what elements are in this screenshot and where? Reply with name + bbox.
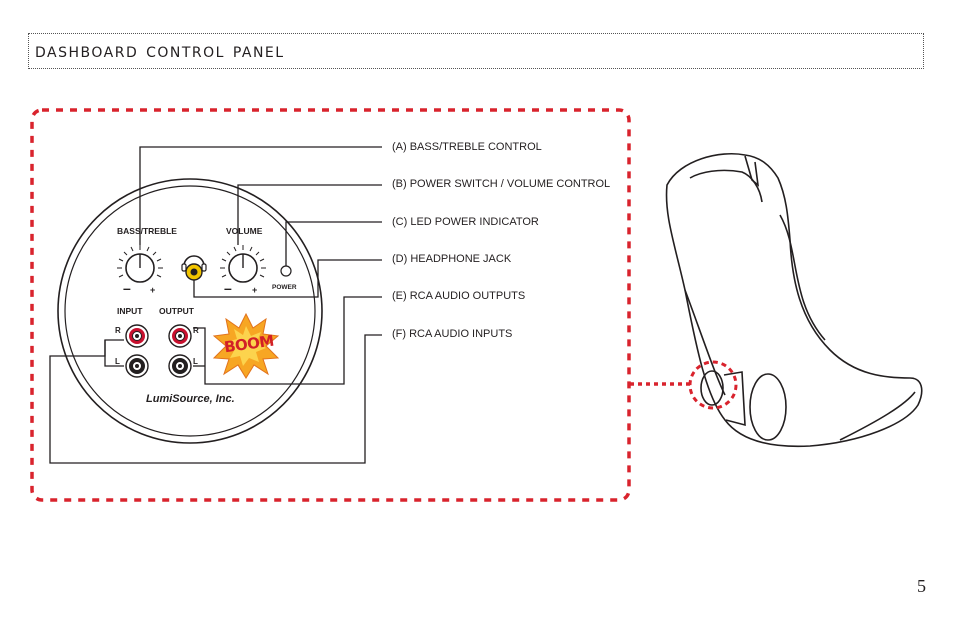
leader-e [193,296,382,385]
rca-output-r [168,324,192,348]
led-indicator [280,265,292,277]
headphone-jack [181,255,207,281]
leader-d [193,259,382,298]
brand-name: LumiSource, Inc. [146,393,235,405]
callout-c: (C) LED POWER INDICATOR [392,216,539,228]
output-label: OUTPUT [159,306,194,316]
bass-minus-sign: – [123,280,131,296]
leader-c [285,221,382,266]
input-label: INPUT [117,306,143,316]
rca-output-l [168,354,192,378]
callout-a: (A) BASS/TREBLE CONTROL [392,141,542,153]
power-label: POWER [272,284,297,291]
boom-logo-burst [212,312,280,379]
page-title: DASHBOARD CONTROL PANEL [35,38,285,62]
callout-b: (B) POWER SWITCH / VOLUME CONTROL [392,178,611,190]
highlight-frame [30,108,631,502]
chair-illustration [665,153,923,448]
output-r-label: R [193,326,199,335]
callout-e: (E) RCA AUDIO OUTPUTS [392,290,526,302]
output-l-label: L [193,357,198,366]
leader-a [139,146,382,245]
input-r-label: R [115,326,121,335]
leader-b [237,184,382,245]
chair-highlight-circle [688,360,738,410]
rca-input-r [125,324,149,348]
callout-d: (D) HEADPHONE JACK [392,253,512,265]
panel-outer-ring [57,178,323,444]
volume-minus-sign: – [224,280,232,296]
bass-treble-knob [117,245,163,283]
volume-plus-sign: + [252,285,258,295]
volume-knob [220,245,266,283]
input-l-label: L [115,357,120,366]
panel-inner-ring [64,185,316,437]
callout-f: (F) RCA AUDIO INPUTS [392,328,513,340]
header-box: DASHBOARD CONTROL PANEL [28,33,924,69]
page-number: 5 [917,576,926,596]
leader-lines [49,146,382,464]
bass-plus-sign: + [150,285,156,295]
bass-treble-label: BASS/TREBLE [117,226,177,236]
volume-label: VOLUME [226,226,263,236]
rca-input-l [125,354,149,378]
